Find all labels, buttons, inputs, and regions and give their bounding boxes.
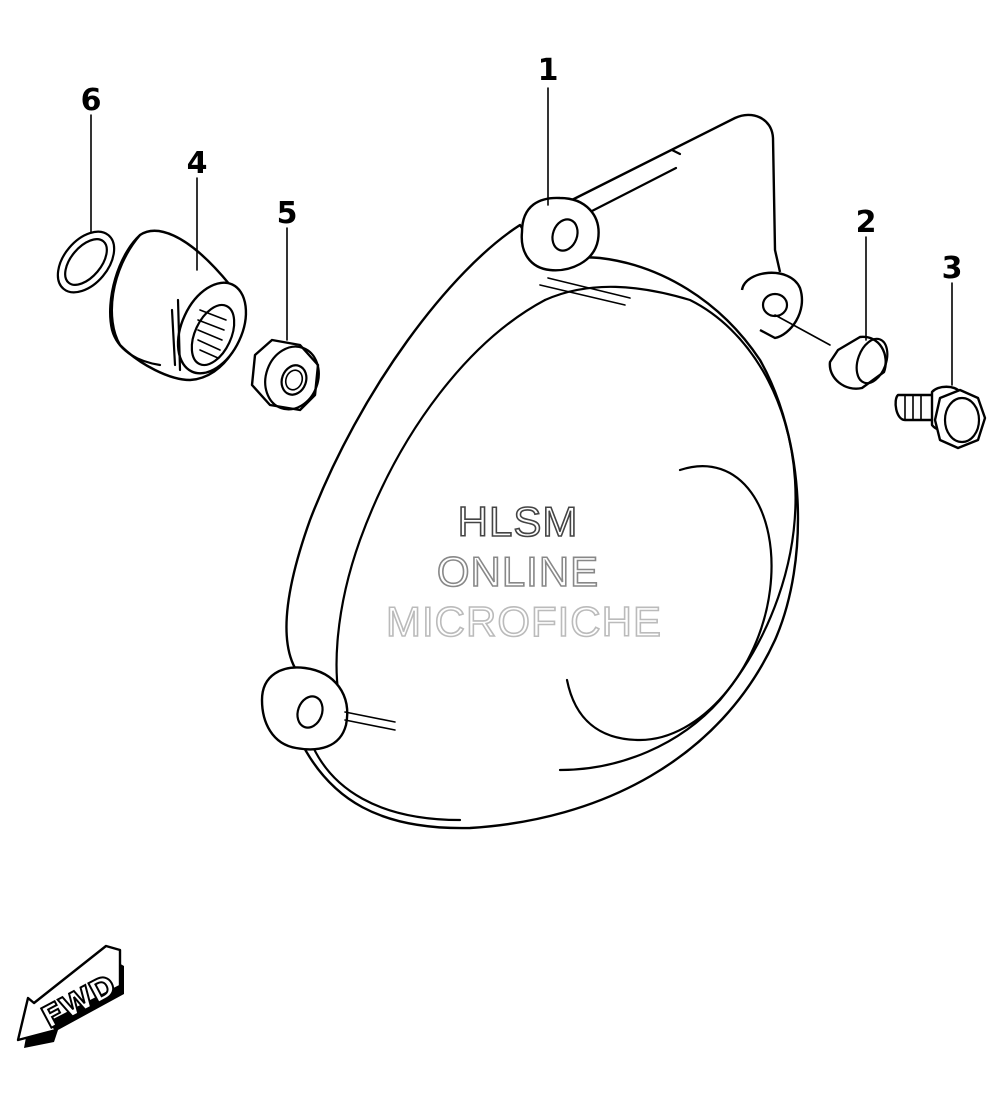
part-1-cover — [260, 113, 803, 830]
watermark-line-3: MICROFICHE — [386, 598, 662, 645]
part-6-o-ring — [56, 230, 116, 294]
watermark-line-2: ONLINE — [437, 548, 599, 595]
part-4-sleeve — [109, 229, 248, 382]
callout-1: 1 — [538, 53, 559, 88]
fwd-arrow-icon: FWD — [16, 944, 124, 1048]
part-3-bolt — [894, 385, 987, 450]
leader-lines — [90, 87, 953, 386]
callout-6: 6 — [81, 83, 102, 118]
callout-5: 5 — [277, 196, 298, 231]
leader-cover-to-collar — [774, 314, 831, 346]
watermark-line-1: HLSM — [458, 498, 579, 545]
callout-2: 2 — [856, 205, 877, 240]
callout-4: 4 — [187, 146, 208, 181]
part-2-collar — [828, 335, 889, 390]
callout-3: 3 — [942, 251, 963, 286]
part-5-nut — [250, 338, 320, 412]
watermark: HLSM ONLINE MICROFICHE — [385, 497, 662, 646]
